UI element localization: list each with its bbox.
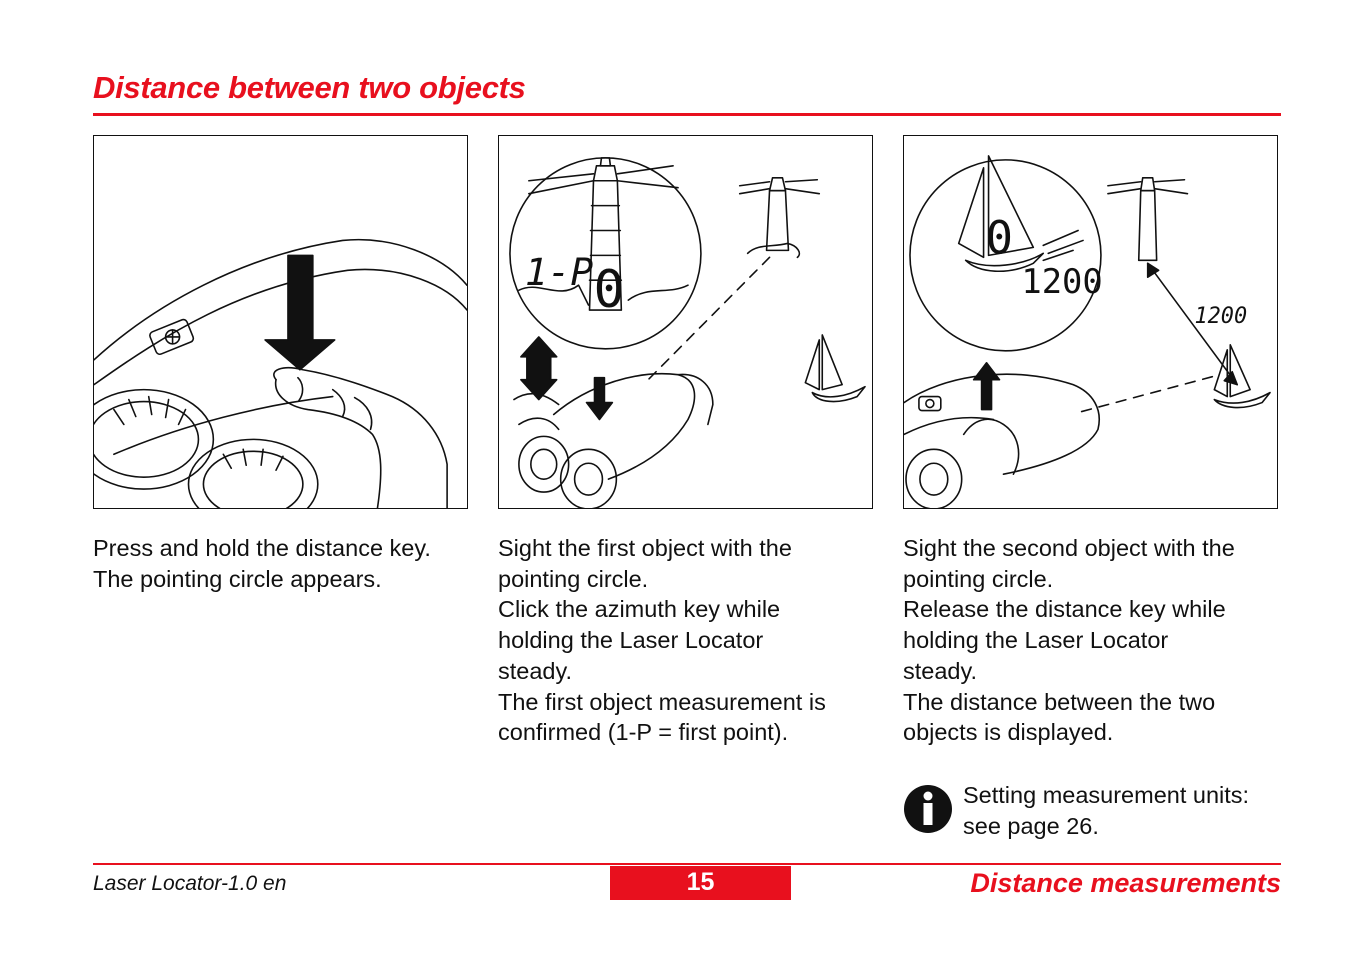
display-label: 1-P bbox=[525, 250, 593, 294]
sight-first-object-illustration: 1-P 0 bbox=[498, 135, 873, 509]
distant-lighthouse-icon bbox=[1107, 176, 1189, 262]
step-2-caption: Sight the first object with the pointing… bbox=[498, 533, 876, 748]
caption-line: Release the distance key while bbox=[903, 596, 1226, 623]
footer-document-id: Laser Locator-1.0 en bbox=[93, 872, 287, 895]
caption-line: objects is displayed. bbox=[903, 719, 1114, 746]
page-number: 15 bbox=[610, 866, 791, 900]
note-line: see page 26. bbox=[963, 812, 1099, 839]
caption-line: holding the Laser Locator bbox=[498, 627, 764, 654]
lighthouse-icon bbox=[528, 157, 679, 311]
compass-button-icon bbox=[149, 318, 195, 356]
title-rule bbox=[93, 113, 1281, 116]
footer-rule bbox=[93, 863, 1281, 865]
display-small: 0 bbox=[986, 211, 1014, 264]
info-icon bbox=[904, 785, 952, 833]
caption-line: steady. bbox=[903, 657, 978, 684]
display-value: 1200 bbox=[1021, 262, 1102, 301]
footer-section-title: Distance measurements bbox=[970, 868, 1281, 898]
distance-label: 1200 bbox=[1194, 304, 1247, 329]
note-line: Setting measurement units: bbox=[963, 782, 1250, 808]
caption-line: holding the Laser Locator bbox=[903, 627, 1169, 654]
caption-line: Click the azimuth key while bbox=[498, 596, 781, 623]
pointing-circle-view bbox=[909, 159, 1102, 352]
caption-line: Press and hold the distance key. bbox=[93, 535, 431, 561]
caption-line: The first object measurement is bbox=[498, 688, 826, 715]
step-1-caption: Press and hold the distance key. The poi… bbox=[93, 533, 471, 594]
info-note: Setting measurement units: see page 26. bbox=[903, 780, 1283, 842]
sailboat-icon bbox=[804, 334, 866, 403]
caption-line: steady. bbox=[498, 657, 573, 684]
display-value: 0 bbox=[593, 260, 624, 320]
sailboat-icon bbox=[957, 155, 1084, 273]
caption-line: pointing circle. bbox=[498, 565, 649, 592]
compass-button-icon bbox=[918, 395, 942, 412]
caption-line: The distance between the two bbox=[903, 688, 1216, 715]
caption-line: confirmed (1-P = first point). bbox=[498, 719, 789, 746]
caption-line: pointing circle. bbox=[903, 565, 1054, 592]
press-distance-key-illustration bbox=[93, 135, 468, 509]
sight-second-object-illustration: 0 1200 1200 bbox=[903, 135, 1278, 509]
caption-line: Sight the second object with the bbox=[903, 535, 1235, 561]
caption-line: The pointing circle appears. bbox=[93, 565, 382, 592]
caption-line: Sight the first object with the bbox=[498, 535, 792, 561]
distant-sailboat-icon bbox=[1213, 344, 1271, 409]
distant-lighthouse-icon bbox=[738, 176, 821, 259]
step-3-caption: Sight the second object with the pointin… bbox=[903, 533, 1281, 748]
page-title: Distance between two objects bbox=[93, 70, 526, 105]
